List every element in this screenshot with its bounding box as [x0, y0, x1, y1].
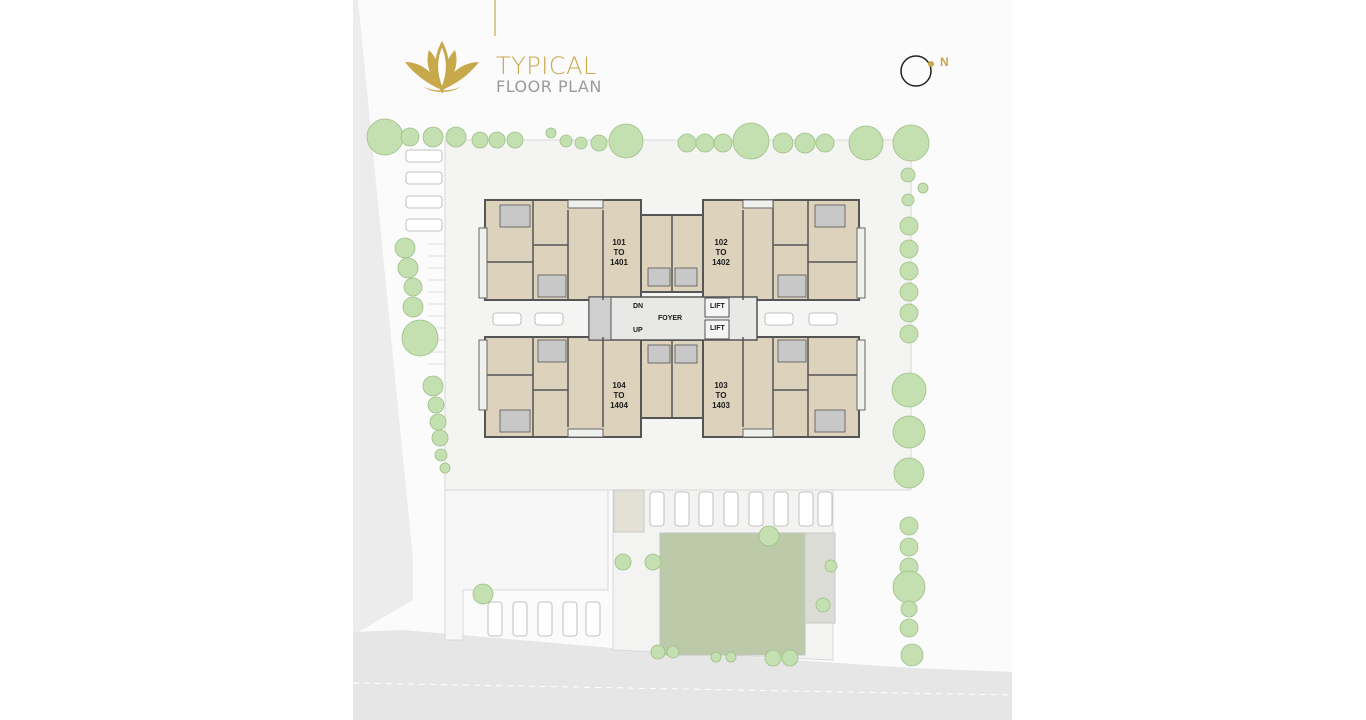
lawn [659, 532, 806, 656]
stair-up-label: UP [633, 327, 643, 334]
foyer-label: FOYER [658, 315, 683, 322]
site-plan-drawing [353, 0, 1012, 720]
stair-down-label: DN [633, 303, 644, 310]
plan-subtitle: FLOOR PLAN [496, 77, 602, 96]
left-road [353, 0, 413, 635]
staircase [588, 296, 612, 341]
plan-title: TYPICAL [496, 52, 597, 80]
north-label: N [940, 55, 949, 69]
bathrooms [499, 204, 846, 433]
bottom-road [353, 630, 1012, 720]
balconies [478, 199, 866, 438]
lotus-logo-icon [405, 40, 479, 94]
lift-label-2: LIFT [710, 325, 725, 332]
trees [366, 118, 930, 667]
lift-2 [704, 319, 730, 340]
partitions [485, 200, 859, 437]
lift-label-1: LIFT [710, 303, 725, 310]
north-compass-icon [900, 55, 934, 87]
lift-1 [704, 297, 730, 318]
parking-bottom [487, 312, 838, 637]
parking-left [405, 149, 443, 232]
